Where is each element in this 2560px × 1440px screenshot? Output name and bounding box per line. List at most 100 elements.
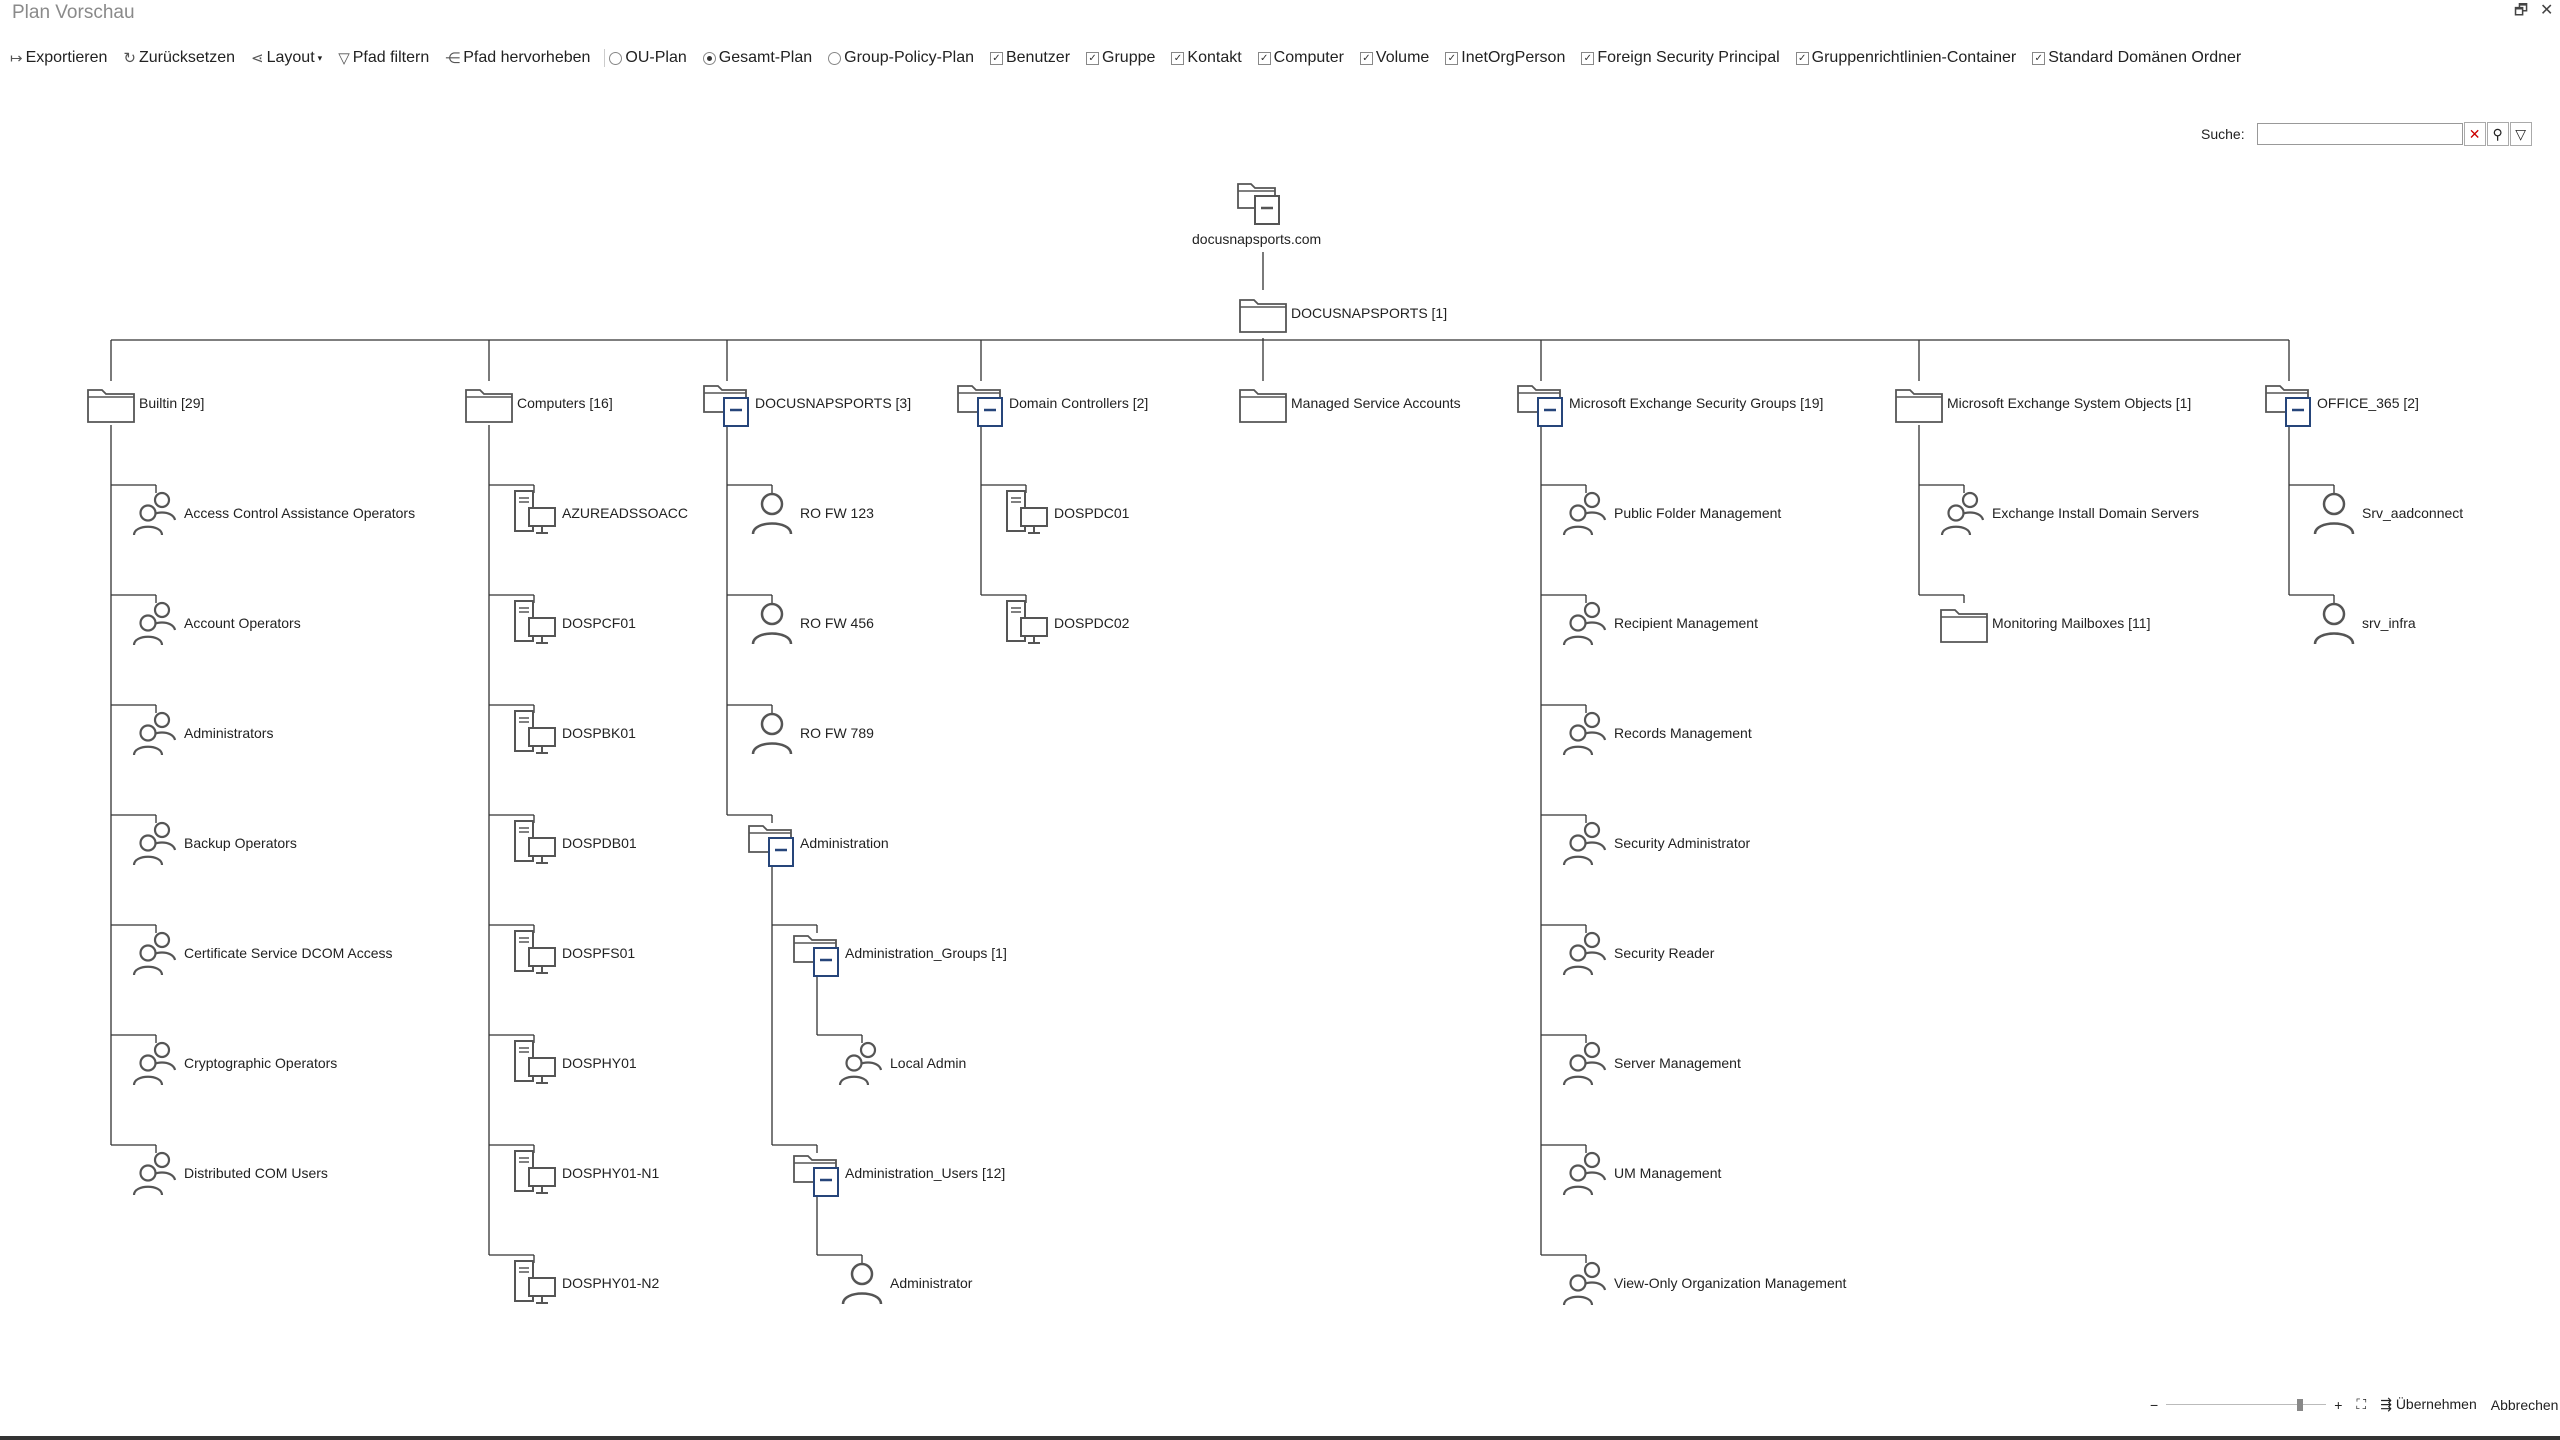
tree-node-column-5-5[interactable]: Server Management [1561,1038,1741,1088]
tree-node-column-1-3[interactable]: DOSPDB01 [509,818,637,868]
tree-node-column-5-3[interactable]: Security Administrator [1561,818,1750,868]
tree-node-column-2-3-1[interactable]: Administration_Users [12] [792,1148,1005,1198]
tree-node-column-6[interactable]: Microsoft Exchange System Objects [1] [1894,378,2191,428]
user-icon [747,598,797,648]
tree-node-column-2-3-1-0[interactable]: Administrator [837,1258,972,1308]
tree-node-column-5-2[interactable]: Records Management [1561,708,1752,758]
tree-node-label: Recipient Management [1614,615,1758,631]
clear-search-button[interactable]: ✕ [2463,122,2486,146]
tree-node-column-5[interactable]: Microsoft Exchange Security Groups [19] [1516,378,1823,428]
tree-node-column-1-5[interactable]: DOSPHY01 [509,1038,637,1088]
tree-node-column-2-3-0-0[interactable]: Local Admin [837,1038,966,1088]
export-button[interactable]: ↦Exportieren [10,49,107,67]
tree-node-column-6-0[interactable]: Exchange Install Domain Servers [1939,488,2199,538]
tree-node-column-1-7[interactable]: DOSPHY01-N2 [509,1258,659,1308]
ou-icon [702,378,752,428]
tree-node-column-7[interactable]: OFFICE_365 [2] [2264,378,2419,428]
search-input[interactable] [2256,123,2463,145]
zoom-slider-thumb[interactable] [2297,1398,2304,1411]
tree-node-column-3[interactable]: Domain Controllers [2] [956,378,1148,428]
tree-node-column-1-0[interactable]: AZUREADSSOACC [509,488,688,538]
close-icon[interactable]: ✕ [2540,2,2554,19]
apply-button[interactable]: ⇶ Übernehmen [2380,1396,2477,1413]
computer-icon [1001,488,1051,538]
checkbox-inetorgperson[interactable]: ✓InetOrgPerson [1445,49,1565,67]
tree-node-column-3-0[interactable]: DOSPDC01 [1001,488,1129,538]
tree-node-root-domain[interactable] [1235,178,1285,228]
layout-button[interactable]: ⋖Layout▾ [251,49,322,67]
tree-node-column-0[interactable]: Builtin [29] [86,378,204,428]
tree-node-label: Microsoft Exchange System Objects [1] [1947,395,2192,411]
footer-bar: − + ⛶ ⇶ Übernehmen Abbrechen [2150,1396,2558,1413]
zoom-out-icon[interactable]: − [2150,1396,2159,1413]
cancel-button[interactable]: Abbrechen [2490,1396,2559,1413]
tree-node-column-3-1[interactable]: DOSPDC02 [1001,598,1129,648]
computer-icon [509,928,559,978]
restore-icon[interactable]: 🗗 [2514,2,2529,19]
tree-node-column-5-1[interactable]: Recipient Management [1561,598,1758,648]
checkbox-standard-domaenen-ordner[interactable]: ✓Standard Domänen Ordner [2032,49,2241,67]
radio-label: OU-Plan [625,49,687,66]
toolbar: ↦Exportieren ↻Zurücksetzen ⋖Layout▾ ▽Pfa… [10,44,2241,72]
tree-node-column-5-7[interactable]: View-Only Organization Management [1561,1258,1846,1308]
checkbox-computer[interactable]: ✓Computer [1257,49,1344,67]
title-bar: Plan Vorschau 🗗 ✕ [0,0,2560,28]
tree-node-column-1-2[interactable]: DOSPBK01 [509,708,636,758]
radio-gesamt-plan[interactable]: Gesamt-Plan [702,49,812,67]
tree-node-column-5-0[interactable]: Public Folder Management [1561,488,1781,538]
tree-node-column-5-4[interactable]: Security Reader [1561,928,1714,978]
tree-node-column-0-1[interactable]: Account Operators [131,598,301,648]
window-title: Plan Vorschau [12,2,135,23]
radio-group-policy-plan[interactable]: Group-Policy-Plan [828,49,974,67]
tree-node-domain-ou[interactable]: DOCUSNAPSPORTS [1] [1238,288,1447,338]
tree-node-column-0-3[interactable]: Backup Operators [131,818,297,868]
tree-node-column-7-0[interactable]: Srv_aadconnect [2309,488,2463,538]
tree-node-label: Account Operators [184,615,301,631]
tree-node-column-2-1[interactable]: RO FW 456 [747,598,874,648]
tree-node-column-2-0[interactable]: RO FW 123 [747,488,874,538]
checkbox-foreign-security-principal[interactable]: ✓Foreign Security Principal [1581,49,1780,67]
tree-node-column-0-5[interactable]: Cryptographic Operators [131,1038,337,1088]
filter-path-button[interactable]: ▽Pfad filtern [338,49,429,67]
tree-node-label: Certificate Service DCOM Access [184,945,393,961]
tree-node-label: DOSPDC02 [1054,615,1130,631]
highlight-path-button[interactable]: ⋲Pfad hervorheben [445,49,590,67]
tree-node-column-2-3[interactable]: Administration [747,818,889,868]
tree-node-label: srv_infra [2362,615,2416,631]
tree-node-column-1-1[interactable]: DOSPCF01 [509,598,636,648]
zoom-in-icon[interactable]: + [2334,1396,2343,1413]
tree-node-column-2-2[interactable]: RO FW 789 [747,708,874,758]
checkbox-gruppe[interactable]: ✓Gruppe [1086,49,1155,67]
group-icon [1561,708,1611,758]
search-icon[interactable]: ⚲ [2486,122,2509,146]
zoom-slider[interactable] [2166,1398,2327,1411]
tree-node-column-0-4[interactable]: Certificate Service DCOM Access [131,928,393,978]
tree-node-column-0-6[interactable]: Distributed COM Users [131,1148,328,1198]
tree-node-column-1-4[interactable]: DOSPFS01 [509,928,635,978]
tree-node-label: AZUREADSSOACC [562,505,689,521]
group-icon [131,928,181,978]
tree-node-column-4[interactable]: Managed Service Accounts [1238,378,1461,428]
checkbox-volume[interactable]: ✓Volume [1359,49,1429,67]
tree-node-column-2[interactable]: DOCUSNAPSPORTS [3] [702,378,911,428]
tree-node-label: DOSPFS01 [562,945,636,961]
tree-node-column-0-2[interactable]: Administrators [131,708,273,758]
radio-ou-plan[interactable]: OU-Plan [609,49,687,67]
group-icon [1561,1148,1611,1198]
highlight-path-label: Pfad hervorheben [463,49,591,66]
reset-button[interactable]: ↻Zurücksetzen [123,49,235,67]
checkbox-benutzer[interactable]: ✓Benutzer [989,49,1070,67]
checkbox-gruppenrichtlinien-container[interactable]: ✓Gruppenrichtlinien-Container [1795,49,2016,67]
checkbox-label: Gruppe [1102,49,1156,66]
filter-icon[interactable]: ▽ [2509,122,2532,146]
tree-node-column-0-0[interactable]: Access Control Assistance Operators [131,488,415,538]
tree-node-column-7-1[interactable]: srv_infra [2309,598,2416,648]
tree-node-column-1-6[interactable]: DOSPHY01-N1 [509,1148,659,1198]
fit-to-screen-icon[interactable]: ⛶ [2356,1396,2367,1412]
tree-node-column-6-1[interactable]: Monitoring Mailboxes [11] [1939,598,2150,648]
tree-node-column-5-6[interactable]: UM Management [1561,1148,1721,1198]
group-icon [1939,488,1989,538]
tree-node-column-1[interactable]: Computers [16] [464,378,613,428]
tree-node-column-2-3-0[interactable]: Administration_Groups [1] [792,928,1007,978]
checkbox-kontakt[interactable]: ✓Kontakt [1171,49,1242,67]
